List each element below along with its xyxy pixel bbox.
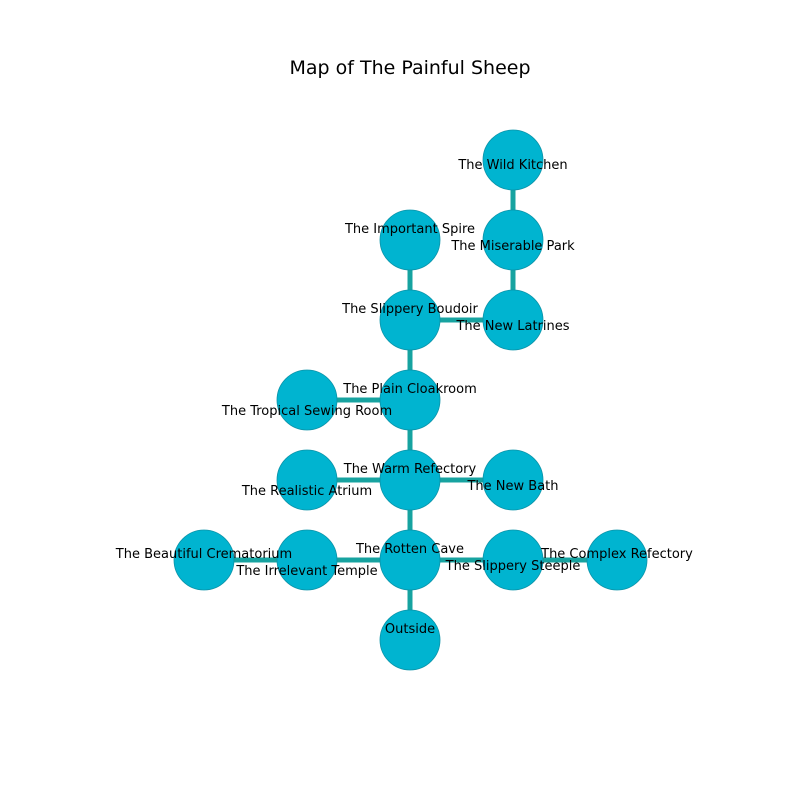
- room-label-rotten-cave: The Rotten Cave: [355, 542, 464, 557]
- room-label-slippery-steeple: The Slippery Steeple: [445, 559, 581, 574]
- room-node-tropical-sewing-room: [276, 369, 338, 431]
- room-node-rotten-cave: [379, 529, 441, 591]
- map-title: Map of The Painful Sheep: [289, 57, 530, 79]
- room-label-complex-refectory: The Complex Refectory: [540, 547, 693, 562]
- room-node-new-bath: [482, 449, 544, 511]
- room-label-warm-refectory: The Warm Refectory: [343, 462, 477, 477]
- room-node-slippery-steeple: [482, 529, 544, 591]
- room-node-realistic-atrium: [276, 449, 338, 511]
- room-node-miserable-park: [482, 209, 544, 271]
- room-node-new-latrines: [482, 289, 544, 351]
- room-node-wild-kitchen: [482, 129, 544, 191]
- room-label-realistic-atrium: The Realistic Atrium: [241, 484, 372, 499]
- room-label-new-bath: The New Bath: [466, 479, 558, 494]
- room-node-complex-refectory: [586, 529, 648, 591]
- room-node-warm-refectory: [379, 449, 441, 511]
- room-node-outside: [379, 609, 441, 671]
- room-node-important-spire: [379, 209, 441, 271]
- room-label-outside: Outside: [385, 622, 435, 637]
- room-node-irrelevant-temple: [276, 529, 338, 591]
- room-label-wild-kitchen: The Wild Kitchen: [457, 158, 567, 173]
- room-label-slippery-boudoir: The Slippery Boudoir: [341, 302, 478, 317]
- room-node-slippery-boudoir: [379, 289, 441, 351]
- room-node-plain-cloakroom: [379, 369, 441, 431]
- room-node-beautiful-crematorium: [173, 529, 235, 591]
- room-label-irrelevant-temple: The Irrelevant Temple: [235, 564, 377, 579]
- room-label-tropical-sewing-room: The Tropical Sewing Room: [221, 404, 392, 419]
- rooms-layer: [173, 129, 648, 671]
- room-label-new-latrines: The New Latrines: [455, 319, 569, 334]
- room-label-important-spire: The Important Spire: [344, 222, 475, 237]
- room-label-miserable-park: The Miserable Park: [450, 239, 575, 254]
- room-label-beautiful-crematorium: The Beautiful Crematorium: [115, 547, 292, 562]
- room-label-plain-cloakroom: The Plain Cloakroom: [342, 382, 476, 397]
